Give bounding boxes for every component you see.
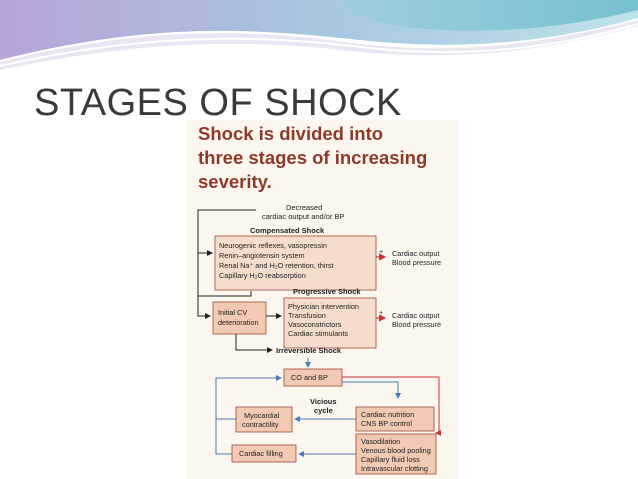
myocardial-line: Myocardial bbox=[244, 411, 280, 420]
progressive-right-line: Physician intervention bbox=[288, 302, 359, 311]
irreversible-title: Irreversible Shock bbox=[276, 346, 342, 355]
progressive-right-line: Vasoconstrictors bbox=[288, 320, 342, 329]
connector-line bbox=[198, 291, 252, 297]
progressive-outcome-line: Cardiac output bbox=[392, 311, 439, 320]
progressive-title: Progressive Shock bbox=[293, 287, 361, 296]
heading-line: Shock is divided into bbox=[198, 123, 384, 144]
progressive-sign: + bbox=[379, 310, 383, 317]
vasodilation-line: Venous blood pooling bbox=[361, 446, 431, 455]
vasodilation-line: Capillary fluid loss bbox=[361, 455, 420, 464]
start-label-line: Decreased bbox=[286, 203, 322, 212]
cardiac-filling-label: Cardiac filling bbox=[239, 449, 283, 458]
irreversible-connector bbox=[235, 334, 273, 353]
blue-arrow-up bbox=[215, 375, 282, 420]
progressive-right-line: Cardiac stimulants bbox=[288, 329, 348, 338]
compensated-box-line: Neurogenic reflexes, vasopressin bbox=[219, 241, 327, 250]
compensated-title: Compensated Shock bbox=[250, 226, 325, 235]
progressive-left-line: deterioration bbox=[218, 318, 259, 327]
slide-title: STAGES OF SHOCK bbox=[34, 82, 402, 124]
progressive-left-line: Initial CV bbox=[218, 308, 247, 317]
compensated-box-line: Renal Na⁺ and H₂O retention, thirst bbox=[219, 261, 334, 270]
vasodilation-line: Intravascular clotting bbox=[361, 464, 428, 473]
vasodilation-line: Vasodilation bbox=[361, 437, 400, 446]
start-label-line: cardiac output and/or BP bbox=[262, 212, 345, 221]
shock-stages-figure: Shock is divided into three stages of in… bbox=[186, 120, 458, 479]
nutrition-box bbox=[355, 406, 435, 432]
heading-line: three stages of increasing bbox=[198, 147, 428, 168]
cycle-label-line: cycle bbox=[314, 406, 333, 415]
red-loop-arrow bbox=[342, 376, 441, 436]
compensated-box bbox=[214, 235, 377, 291]
nutrition-line: CNS BP control bbox=[361, 419, 412, 428]
cycle-label-line: Vicious bbox=[310, 397, 337, 406]
nutrition-line: Cardiac nutrition bbox=[361, 410, 414, 419]
progressive-right-box bbox=[283, 297, 377, 349]
blue-arrow-filling-up bbox=[215, 419, 232, 455]
heading-line: severity. bbox=[198, 171, 272, 192]
spine-arrow bbox=[197, 209, 256, 256]
spine-arrow bbox=[197, 253, 211, 319]
progressive-right-line: Transfusion bbox=[288, 311, 326, 320]
blue-loop-arrow bbox=[342, 381, 401, 399]
compensated-sign: + bbox=[379, 249, 383, 256]
progressive-outcome-line: Blood pressure bbox=[392, 320, 441, 329]
compensated-box-line: Capillary H₂O reabsorption bbox=[219, 271, 306, 280]
compensated-outcome-line: Blood pressure bbox=[392, 258, 441, 267]
co-bp-label: CO and BP bbox=[291, 373, 328, 382]
figure-heading: Shock is divided into three stages of in… bbox=[198, 122, 427, 194]
shock-flow-diagram: Decreased cardiac output and/or BP Compe… bbox=[197, 203, 441, 475]
compensated-box-line: Renin–angiotensin system bbox=[219, 251, 305, 260]
compensated-outcome-line: Cardiac output bbox=[392, 249, 439, 258]
decorative-wave-header bbox=[0, 0, 638, 70]
progressive-left-box bbox=[212, 301, 267, 335]
myocardial-line: contractility bbox=[242, 420, 279, 429]
